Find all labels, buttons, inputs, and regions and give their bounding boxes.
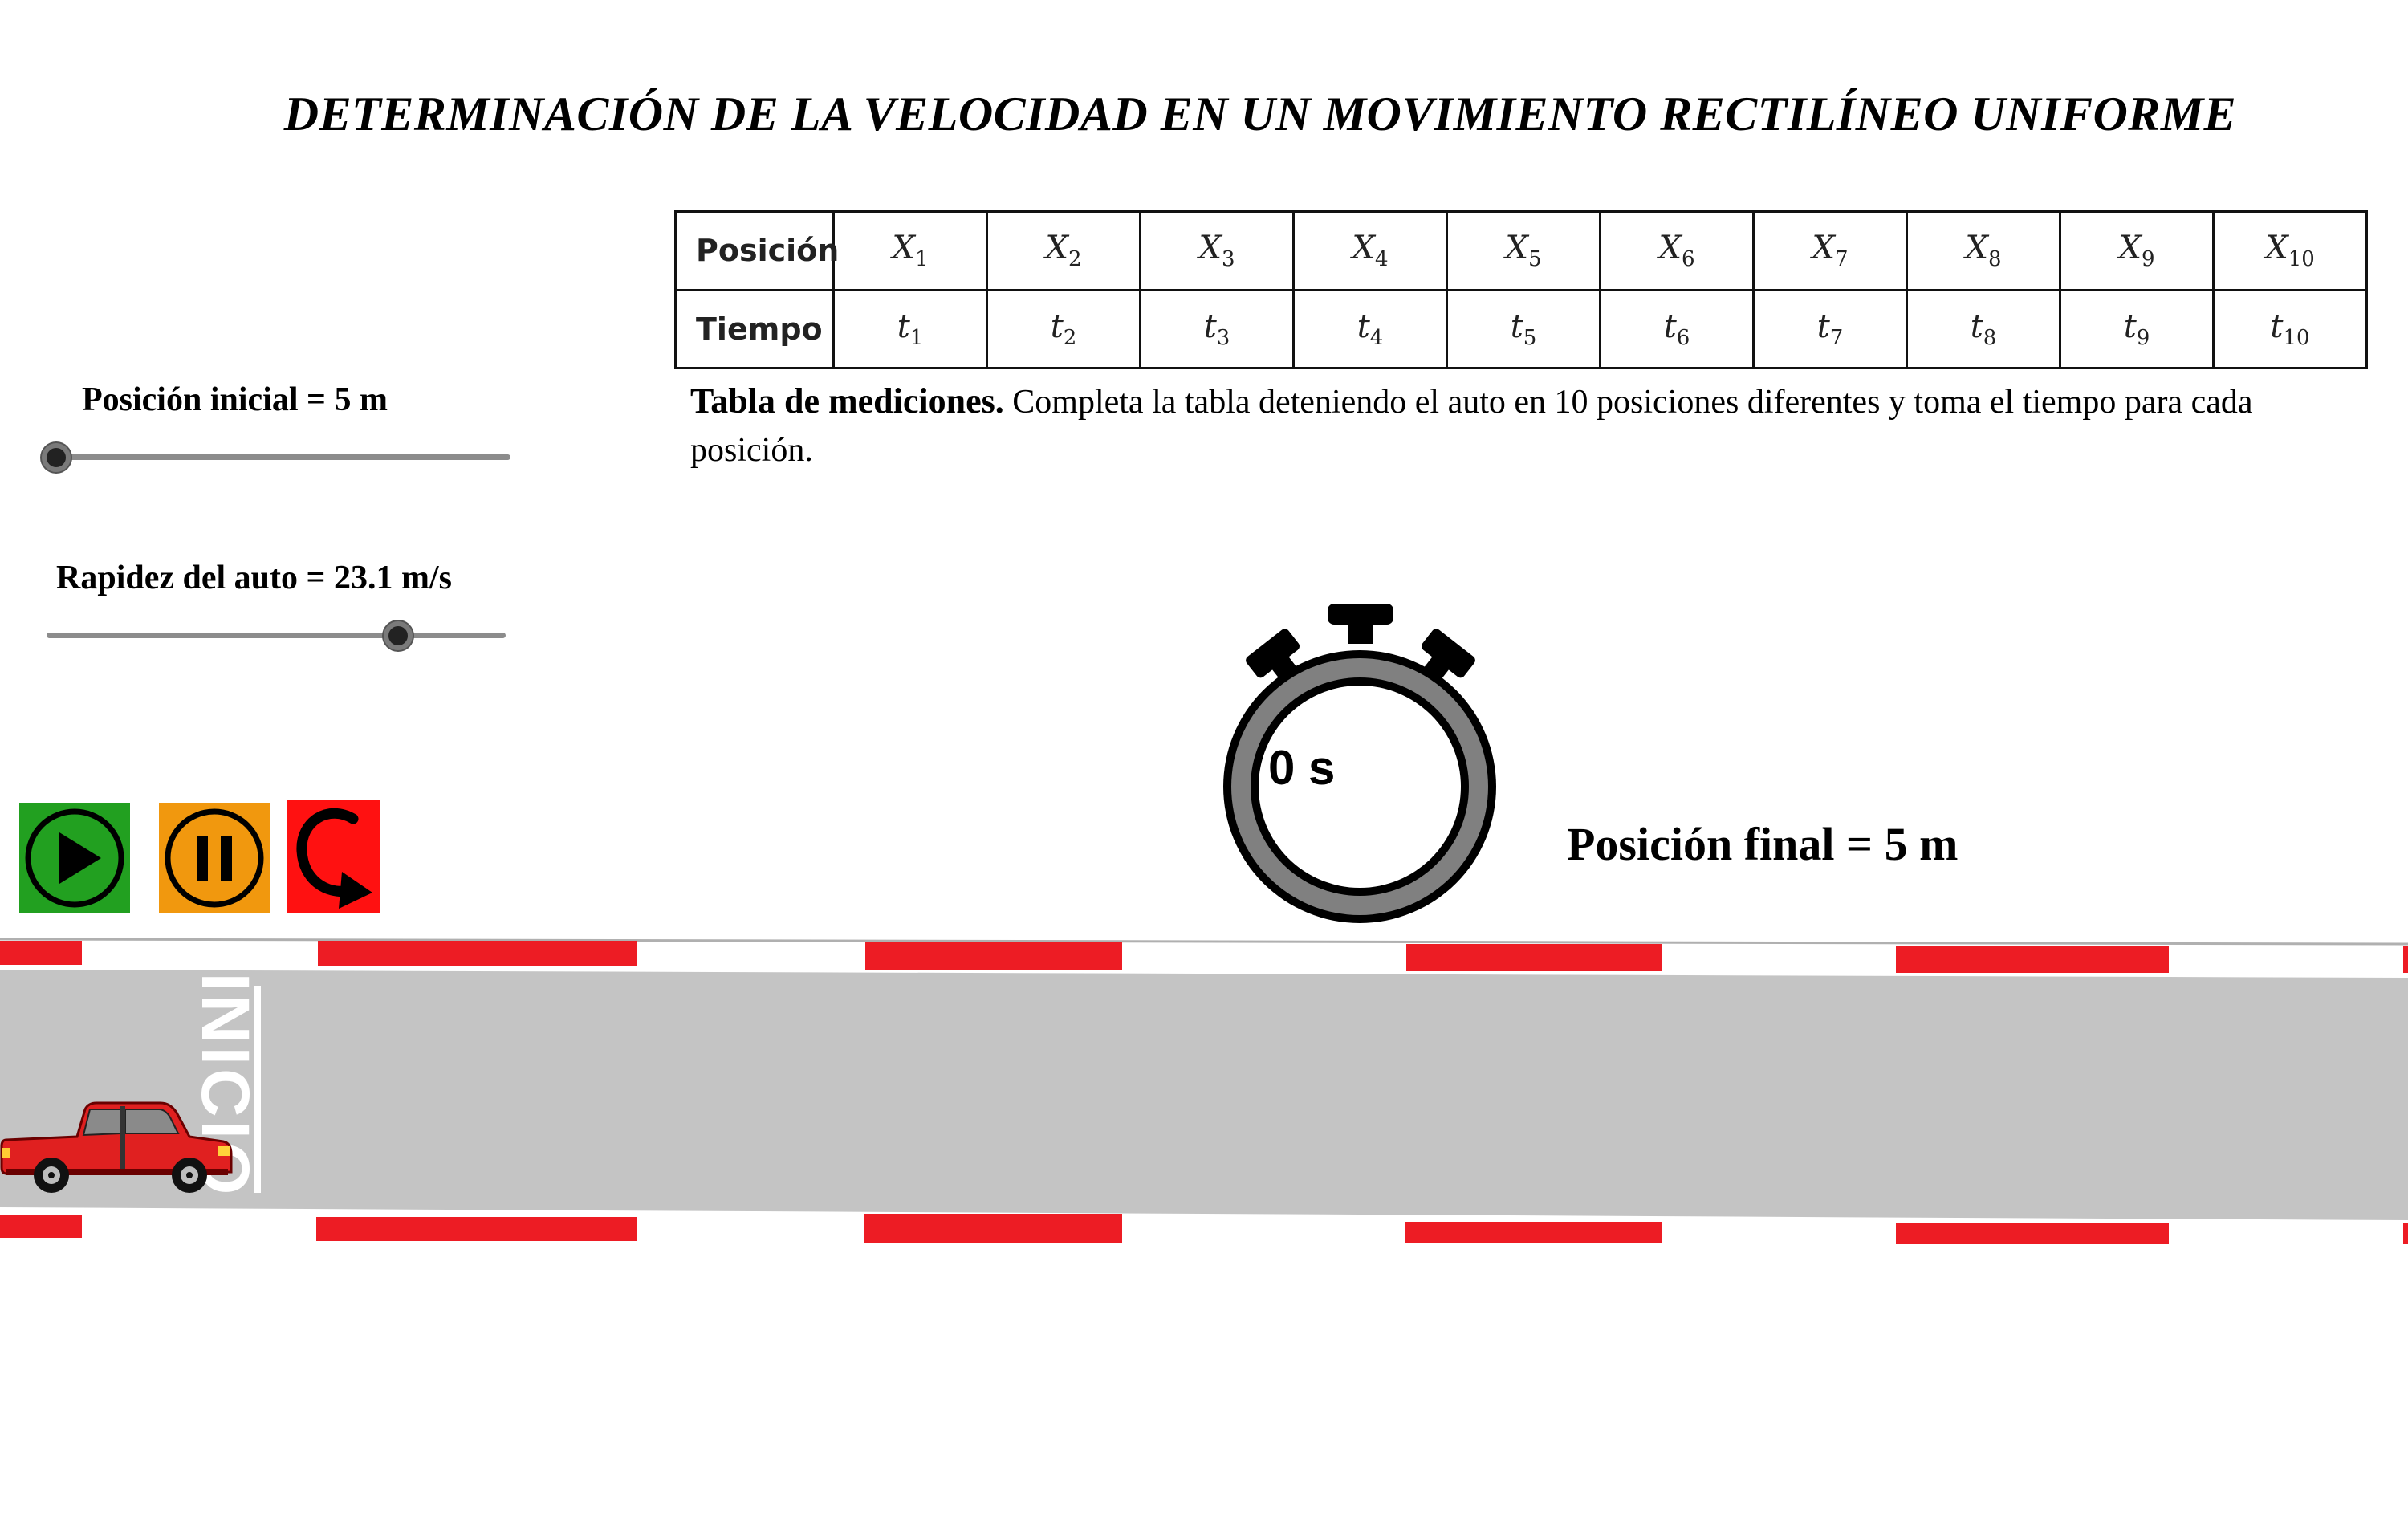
position-cell: X10 [2212,210,2368,291]
pause-button[interactable] [159,803,270,913]
stopwatch-icon [1223,604,1496,923]
row-header-position: Posición [674,210,839,291]
position-cell: X4 [1292,210,1448,291]
position-cell: X1 [832,210,988,291]
position-cell: X9 [2059,210,2215,291]
timer-readout: 0 s [1268,741,1336,795]
time-cell: t4 [1292,288,1448,369]
time-cell: t6 [1599,288,1755,369]
position-cell: X5 [1446,210,1601,291]
start-line [254,986,261,1193]
measurements-table: Posición X1 X2 X3 X4 X5 X6 X7 X8 X9 X10 … [674,210,2368,369]
play-icon [25,808,124,908]
time-cell: t10 [2212,288,2368,369]
time-cell: t7 [1752,288,1908,369]
road-track [0,938,2408,1244]
caption-title: Tabla de mediciones. [690,381,1004,421]
car-speed-slider-knob[interactable] [384,621,413,650]
reset-icon [296,808,372,909]
position-cell: X8 [1906,210,2061,291]
play-button[interactable] [19,803,130,913]
row-header-time: Tiempo [674,288,835,369]
reset-button[interactable] [287,800,380,913]
position-cell: X7 [1752,210,1908,291]
initial-position-slider-track[interactable] [45,454,510,460]
position-cell: X6 [1599,210,1755,291]
initial-position-label: Posición inicial = 5 m [82,381,388,418]
table-row-time: Tiempo t1 t2 t3 t4 t5 t6 t7 t8 t9 t10 [674,288,2368,369]
pause-icon [165,808,264,908]
position-cell: X2 [986,210,1141,291]
time-cell: t8 [1906,288,2061,369]
car-speed-label: Rapidez del auto = 23.1 m/s [56,559,452,596]
car-speed-slider-track[interactable] [47,633,506,638]
time-cell: t5 [1446,288,1601,369]
final-position-label: Posición final = 5 m [1567,818,1959,870]
asphalt [0,970,2408,1220]
time-cell: t3 [1139,288,1295,369]
car-icon[interactable] [0,1098,233,1196]
table-caption: Tabla de mediciones. Completa la tabla d… [690,377,2328,474]
position-cell: X3 [1139,210,1295,291]
caption-text: Completa la tabla deteniendo el auto en … [690,384,2253,469]
initial-position-slider-knob[interactable] [42,443,71,472]
time-cell: t9 [2059,288,2215,369]
time-cell: t1 [832,288,988,369]
bottom-curb [0,1214,2408,1244]
table-row-position: Posición X1 X2 X3 X4 X5 X6 X7 X8 X9 X10 [674,210,2368,291]
page-title: DETERMINACIÓN DE LA VELOCIDAD EN UN MOVI… [283,87,2237,140]
time-cell: t2 [986,288,1141,369]
top-curb [0,941,2408,973]
